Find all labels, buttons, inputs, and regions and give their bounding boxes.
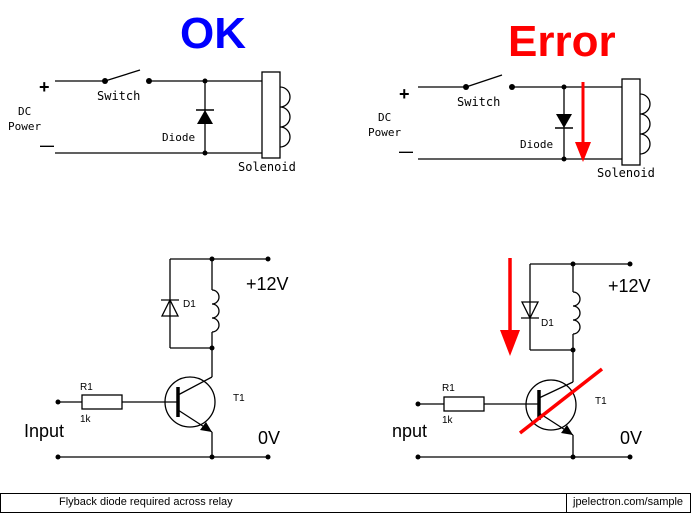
- footer-site: jpelectron.com/sample: [573, 496, 684, 508]
- error-emitter-junction: [570, 454, 576, 460]
- ok-relay-driver-circuit: [58, 258, 268, 458]
- ok-d1-label: D1: [183, 299, 196, 310]
- ok-junction-bottom: [202, 150, 208, 156]
- ok-junction-top: [202, 78, 208, 84]
- ok-plus-sign: +: [39, 77, 50, 97]
- ok-ground-right: [265, 454, 271, 460]
- error-power-label-line1: DC: [378, 111, 391, 124]
- error-switch-contact-right: [509, 84, 515, 90]
- ok-power-label-line1: DC: [18, 105, 31, 118]
- ok-t1-label: T1: [233, 393, 245, 404]
- ok-top-rail-end: [265, 256, 271, 262]
- ok-switch-contact-right: [146, 78, 152, 84]
- error-switch-label: Switch: [457, 95, 500, 109]
- error-current-arrow: [575, 82, 591, 162]
- error-diode-symbol: [556, 114, 572, 128]
- ok-top-rail-junction: [209, 256, 215, 262]
- ok-supply-label: +12V: [246, 274, 289, 294]
- ok-coil-junction: [209, 345, 215, 351]
- error-power-label-line2: Power: [368, 126, 401, 139]
- error-solenoid-label: Solenoid: [597, 166, 655, 180]
- circuit-diagram: OK + — DC Power Switch Diode Solenoid Er…: [8, 9, 655, 460]
- error-ground-label: 0V: [620, 428, 642, 448]
- error-r1-label: R1: [442, 383, 455, 394]
- footer-bar: Flyback diode required across relay jpel…: [0, 493, 691, 513]
- ok-power-label-line2: Power: [8, 120, 41, 133]
- error-diode-label: Diode: [520, 138, 553, 151]
- ok-minus-sign: —: [40, 137, 54, 153]
- ok-ground-label: 0V: [258, 428, 280, 448]
- error-solenoid-circuit: [418, 74, 651, 166]
- footer-caption: Flyback diode required across relay: [59, 496, 233, 508]
- error-relay-driver-circuit: [418, 263, 630, 458]
- error-junction-bottom: [561, 156, 567, 162]
- ok-solenoid-circuit: [55, 69, 291, 159]
- error-top-rail-junction: [570, 261, 576, 267]
- error-junction-top: [561, 84, 567, 90]
- error-supply-label: +12V: [608, 276, 651, 296]
- error-transistor-slash: [518, 367, 604, 435]
- error-d1-symbol: [520, 301, 540, 320]
- ok-input-label: Input: [24, 421, 64, 441]
- ok-emitter-junction: [209, 454, 215, 460]
- error-ground-right: [627, 454, 633, 460]
- ok-r1-label: R1: [80, 382, 93, 393]
- error-ground-left: [415, 454, 421, 460]
- error-plus-sign: +: [399, 84, 410, 104]
- error-heading: Error: [508, 17, 616, 66]
- ok-d1-symbol: [160, 298, 180, 317]
- ok-switch-contact-left: [102, 78, 108, 84]
- ok-diode-symbol: [197, 110, 213, 124]
- footer-divider: [566, 494, 567, 512]
- ok-heading: OK: [180, 9, 246, 58]
- error-r1-value: 1k: [442, 415, 454, 426]
- ok-diode-label: Diode: [162, 131, 195, 144]
- ok-solenoid-label: Solenoid: [238, 160, 296, 174]
- ok-t1-emitter-arrow: [200, 422, 212, 432]
- error-switch-contact-left: [463, 84, 469, 90]
- error-coil-arrow: [500, 258, 520, 356]
- ok-ground-left: [55, 454, 61, 460]
- error-t1-emitter-arrow: [561, 425, 573, 435]
- ok-r1-value: 1k: [80, 414, 92, 425]
- error-top-rail-end: [627, 261, 633, 267]
- error-input-terminal: [415, 401, 421, 407]
- error-minus-sign: —: [399, 143, 413, 159]
- error-t1-label: T1: [595, 396, 607, 407]
- error-coil-junction: [570, 347, 576, 353]
- ok-switch-label: Switch: [97, 89, 140, 103]
- ok-input-terminal: [55, 399, 61, 405]
- error-d1-label: D1: [541, 318, 554, 329]
- error-input-label: nput: [392, 421, 427, 441]
